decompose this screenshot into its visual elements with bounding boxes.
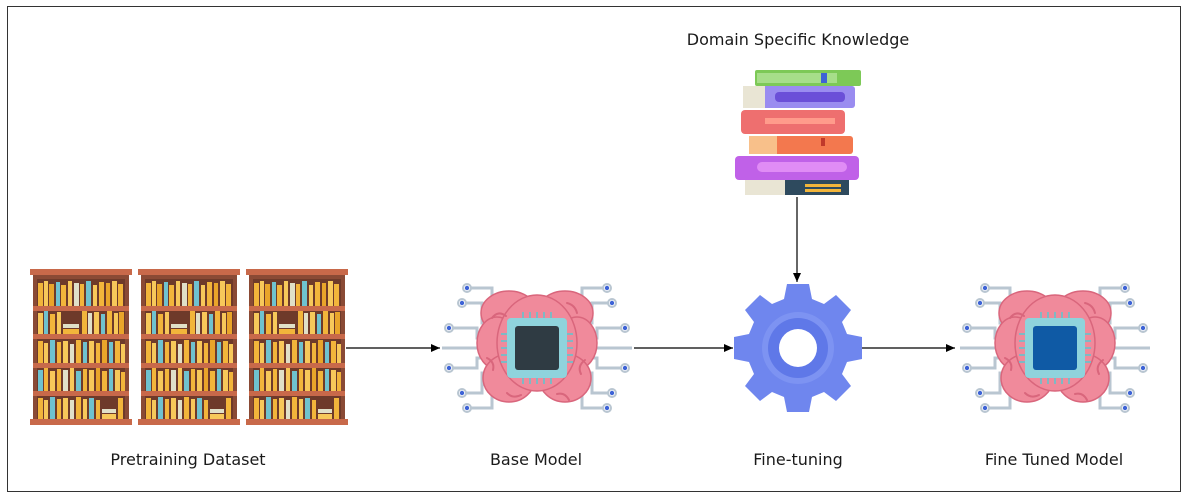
base-model-label: Base Model bbox=[490, 450, 582, 469]
fine-tuned-brain-icon bbox=[958, 282, 1152, 414]
diagram-frame bbox=[7, 6, 1181, 492]
bookshelf-icon bbox=[30, 269, 348, 425]
fine-tuning-label: Fine-tuning bbox=[753, 450, 843, 469]
gear-icon bbox=[734, 284, 862, 412]
domain-knowledge-label: Domain Specific Knowledge bbox=[687, 30, 909, 49]
fine-tuned-model-label: Fine Tuned Model bbox=[985, 450, 1123, 469]
pretraining-dataset-label: Pretraining Dataset bbox=[110, 450, 265, 469]
book-stack-icon bbox=[735, 70, 861, 195]
base-model-brain-icon bbox=[440, 282, 634, 414]
